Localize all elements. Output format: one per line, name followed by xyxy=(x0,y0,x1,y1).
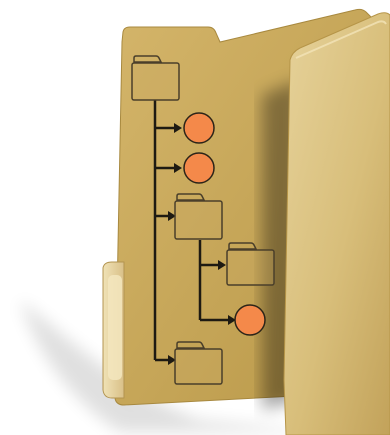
file-circle-icon-3 xyxy=(234,304,266,336)
arrowhead-6 xyxy=(168,355,176,365)
folder-front-panel xyxy=(283,12,390,435)
arrowhead-5 xyxy=(228,315,236,325)
grandchild-folder-icon xyxy=(226,242,275,286)
sibling-folder-icon xyxy=(174,341,223,385)
arrowhead-3 xyxy=(168,211,176,221)
arrowhead-2 xyxy=(174,163,182,173)
child-folder-icon xyxy=(174,193,223,240)
arrowhead-4 xyxy=(218,260,226,270)
tree-lines xyxy=(153,100,230,362)
file-circle-icon xyxy=(183,112,266,336)
arrowhead-1 xyxy=(174,123,182,133)
folder-shadow xyxy=(20,300,330,432)
tree-arrowheads xyxy=(168,123,236,365)
file-circle-icon-2 xyxy=(183,152,215,184)
file-circle-icon-1 xyxy=(183,112,215,144)
root-folder-icon xyxy=(131,55,180,101)
